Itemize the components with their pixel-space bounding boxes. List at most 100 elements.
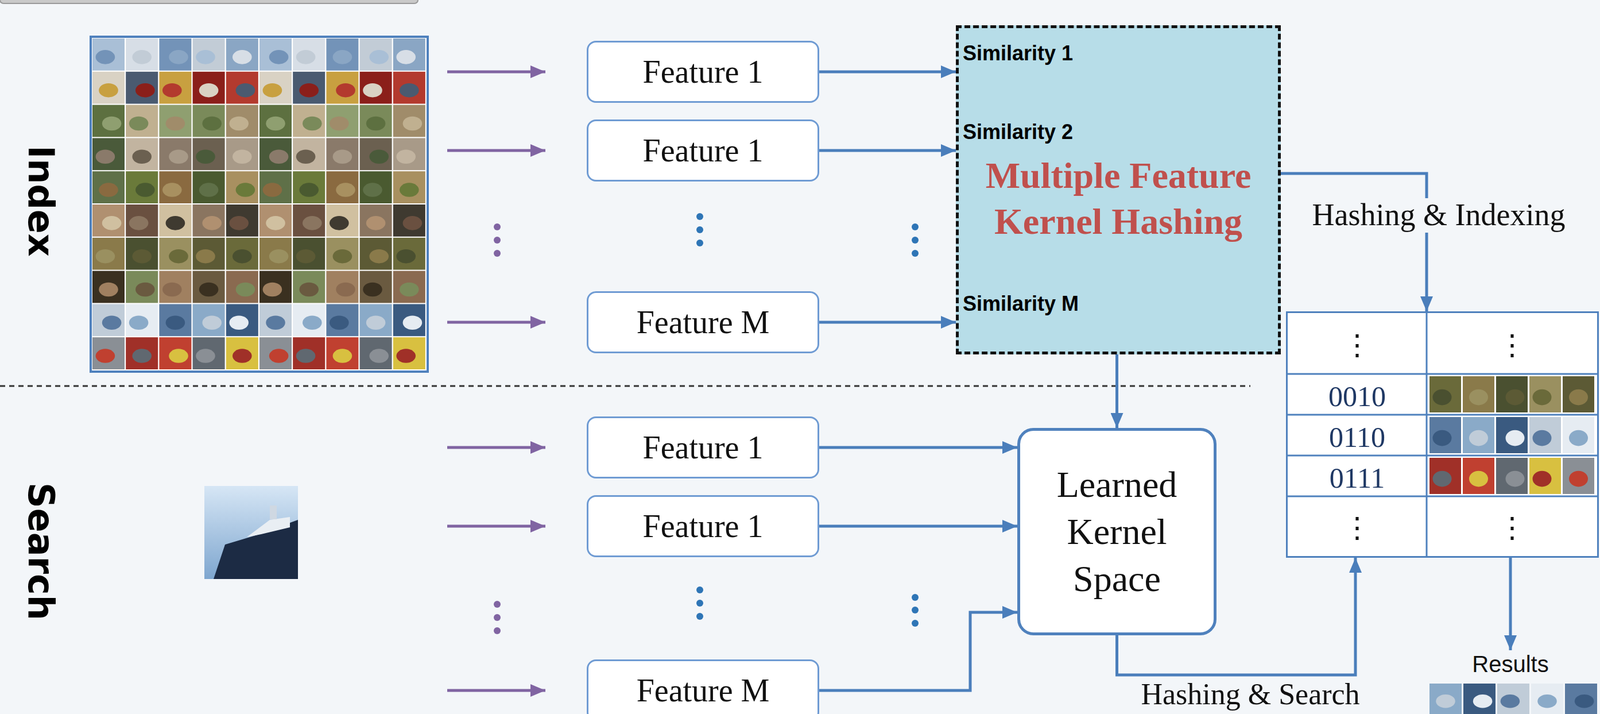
photo-subject [235, 83, 256, 98]
photo-tile [326, 237, 359, 270]
photo-subject [229, 315, 249, 330]
photo-subject [202, 215, 222, 231]
photo-subject [1435, 694, 1456, 708]
photo-tile [1429, 457, 1462, 494]
photo-tile [159, 105, 192, 138]
photo-subject [129, 116, 149, 131]
photo-subject [195, 249, 216, 264]
photo-subject [199, 282, 219, 297]
photo-subject [332, 49, 353, 65]
arrow [447, 149, 546, 153]
photo-tile [292, 71, 325, 104]
photo-subject [1432, 389, 1452, 406]
photo-subject [1473, 694, 1493, 708]
photo-subject [262, 182, 283, 197]
photo-tile [259, 237, 292, 270]
photo-tile [1529, 376, 1561, 413]
photo-tile [125, 71, 158, 104]
photo-subject [335, 282, 356, 297]
photo-tile [326, 38, 359, 71]
photo-subject [168, 149, 189, 164]
photo-subject [1505, 429, 1525, 447]
photo-tile [92, 204, 125, 237]
photo-tile [92, 270, 125, 304]
photo-tile [92, 336, 125, 370]
photo-tile [259, 270, 292, 304]
connector-arrow [819, 320, 956, 324]
photo-subject [168, 249, 189, 264]
photo-subject [232, 348, 253, 363]
photo-subject [135, 282, 156, 297]
table-grid [1285, 311, 1599, 558]
photo-tile [393, 270, 426, 304]
photo-tile [226, 71, 259, 104]
arrow [447, 688, 546, 692]
photo-tile [393, 105, 426, 138]
image-grid-frame [90, 36, 428, 372]
edge-label: Hashing & Indexing [1308, 198, 1569, 232]
photo-subject [202, 315, 222, 330]
photo-tile [359, 303, 393, 336]
photo-tile [92, 237, 125, 270]
query-image [204, 485, 298, 579]
photo-tile [92, 105, 125, 138]
photo-subject [165, 116, 186, 131]
feature-box: Feature M [586, 659, 820, 714]
photo-subject [299, 182, 319, 197]
photo-subject [265, 215, 286, 231]
photo-tile [226, 171, 259, 204]
photo-subject [232, 149, 253, 164]
photo-subject [332, 149, 353, 164]
photo-subject [1500, 694, 1521, 708]
photo-subject [235, 282, 256, 297]
photo-subject [366, 215, 386, 231]
photo-subject [1537, 694, 1557, 708]
photo-subject [1574, 694, 1595, 708]
purple-arrows [447, 71, 546, 691]
photo-tile [326, 270, 359, 304]
photo-tile [359, 336, 393, 370]
photo-tile [393, 237, 426, 270]
photo-tile [393, 71, 426, 104]
photo-tile [1462, 457, 1495, 494]
photo-tile [1496, 457, 1528, 494]
photo-tile [359, 71, 393, 104]
photo-tile [1564, 683, 1598, 714]
photo-tile [92, 137, 125, 170]
connector-arrow [819, 149, 956, 153]
photo-tile [226, 137, 259, 170]
photo-subject [403, 215, 423, 231]
photo-tile [326, 105, 359, 138]
node-text: Feature M [636, 303, 770, 341]
photo-tile [192, 38, 226, 71]
photo-tile [292, 137, 325, 170]
photo-subject [335, 83, 356, 98]
photo-subject [262, 83, 283, 98]
feature-box: Feature 1 [586, 40, 820, 103]
photo-subject [132, 49, 152, 65]
photo-tile [192, 303, 226, 336]
photo-tile [292, 171, 325, 204]
photo-subject [1469, 389, 1489, 406]
photo-subject [265, 315, 286, 330]
photo-subject [329, 215, 350, 231]
photo-subject [329, 116, 350, 131]
connector-arrow [1115, 354, 1119, 428]
photo-tile [1562, 376, 1595, 413]
photo-subject [362, 83, 383, 98]
photo-tile [393, 336, 426, 370]
photo-tile [159, 336, 192, 370]
connector-arrow [819, 611, 1018, 691]
table-cell-text: ⋮ [1426, 497, 1598, 556]
photo-tile [292, 204, 325, 237]
photo-subject [195, 149, 216, 164]
photo-tile [159, 270, 192, 304]
photo-subject [1432, 429, 1452, 447]
node-text: Feature 1 [642, 53, 764, 91]
photo-tile [326, 171, 359, 204]
photo-subject [199, 182, 219, 197]
photo-subject [1532, 429, 1552, 447]
photo-subject [1469, 429, 1489, 447]
